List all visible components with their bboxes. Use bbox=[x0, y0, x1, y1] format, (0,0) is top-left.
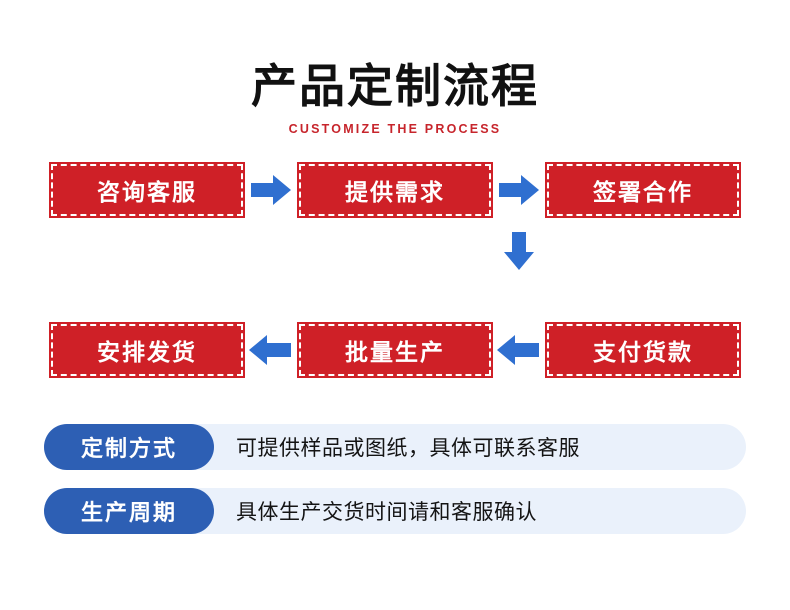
note-label-customization: 定制方式 bbox=[44, 424, 214, 471]
step-box-payment: 支付货款 bbox=[547, 324, 739, 377]
arrow-down-wrap bbox=[0, 230, 790, 272]
title-block: 产品定制流程 CUSTOMIZE THE PROCESS bbox=[0, 0, 790, 137]
arrow-down-icon bbox=[500, 230, 538, 272]
arrow-right-icon bbox=[491, 173, 547, 207]
note-row-lead-time: 生产周期 具体生产交货时间请和客服确认 bbox=[44, 488, 746, 535]
page-subtitle: CUSTOMIZE THE PROCESS bbox=[288, 122, 502, 137]
step-box-mass-production: 批量生产 bbox=[299, 324, 491, 377]
step-box-consult: 咨询客服 bbox=[51, 164, 243, 217]
note-row-customization: 定制方式 可提供样品或图纸，具体可联系客服 bbox=[44, 424, 746, 471]
flow-row-1: 咨询客服 提供需求 签署合作 bbox=[0, 164, 790, 217]
step-box-requirements: 提供需求 bbox=[299, 164, 491, 217]
note-text-customization: 可提供样品或图纸，具体可联系客服 bbox=[236, 436, 580, 461]
flow-row-2: 安排发货 批量生产 支付货款 bbox=[0, 324, 790, 377]
note-text-lead-time: 具体生产交货时间请和客服确认 bbox=[236, 500, 537, 525]
arrow-left-icon bbox=[243, 333, 299, 367]
arrow-right-icon bbox=[243, 173, 299, 207]
notes-section: 定制方式 可提供样品或图纸，具体可联系客服 生产周期 具体生产交货时间请和客服确… bbox=[0, 424, 790, 535]
page-title: 产品定制流程 bbox=[251, 59, 539, 113]
step-box-sign-contract: 签署合作 bbox=[547, 164, 739, 217]
note-label-lead-time: 生产周期 bbox=[44, 488, 214, 535]
arrow-left-icon bbox=[491, 333, 547, 367]
step-box-arrange-shipment: 安排发货 bbox=[51, 324, 243, 377]
